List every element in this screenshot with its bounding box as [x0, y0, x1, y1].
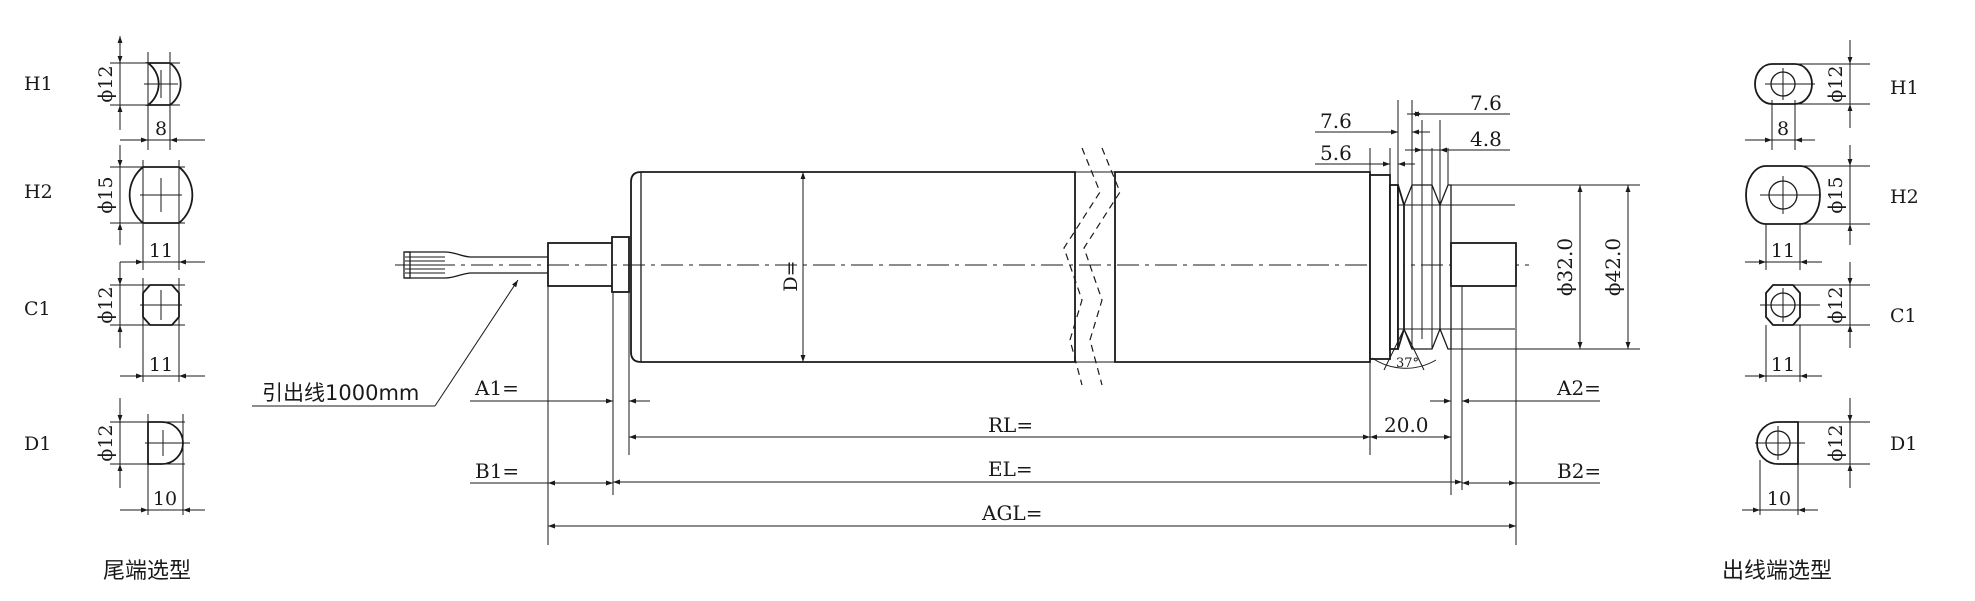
outlet-type-code: H2 [1890, 186, 1919, 208]
outlet-dim-diameter: ϕ12 [1825, 424, 1847, 461]
groove-dim-right-1: 7.6 [1470, 91, 1502, 115]
dim-el: EL= [988, 457, 1033, 481]
tail-end-options: H1 ϕ12 8 H2 [24, 36, 205, 584]
dim-b1: B1= [475, 459, 519, 483]
outlet-dim-width: 11 [1771, 240, 1795, 262]
tail-type-code: D1 [24, 433, 51, 455]
roller-main-view: D= 7.6 5.6 [252, 91, 1640, 545]
tail-type-code: H2 [24, 181, 53, 203]
tube-diameter-label: D= [780, 260, 802, 291]
lead-wire-label: 引出线1000mm [262, 381, 419, 405]
outlet-type-c1: ϕ12 11 C1 [1745, 262, 1917, 382]
tail-type-code: C1 [24, 298, 51, 320]
groove-dia-small: ϕ32.0 [1553, 238, 1577, 296]
outlet-type-h2: ϕ15 11 H2 [1745, 145, 1919, 270]
groove-dim-left-1: 7.6 [1320, 109, 1352, 133]
groove-dim-right-2: 4.8 [1470, 127, 1502, 151]
groove-dia-large: ϕ42.0 [1601, 238, 1625, 296]
tail-type-h1: H1 ϕ12 8 [24, 36, 205, 150]
outlet-dim-width: 8 [1777, 118, 1789, 140]
outlet-dim-diameter: ϕ12 [1825, 286, 1847, 323]
outlet-end-title: 出线端选型 [1722, 559, 1832, 584]
groove-section [1369, 174, 1517, 360]
outlet-type-d1: ϕ12 10 D1 [1742, 398, 1917, 515]
dim-b2: B2= [1557, 459, 1601, 483]
tail-end-title: 尾端选型 [103, 559, 191, 584]
dim-rl: RL= [988, 413, 1033, 437]
tail-type-h2: H2 ϕ15 11 [24, 145, 205, 270]
tail-dim-width: 11 [149, 240, 173, 262]
tail-dim-diameter: ϕ12 [95, 424, 117, 461]
tail-type-d1: D1 ϕ12 10 [24, 398, 205, 515]
outlet-type-code: D1 [1890, 433, 1917, 455]
tail-type-c1: C1 ϕ12 11 [24, 262, 205, 382]
outlet-dim-diameter: ϕ15 [1825, 176, 1847, 213]
outlet-type-h1: ϕ12 8 H1 [1745, 40, 1919, 150]
groove-offset: 20.0 [1384, 413, 1429, 437]
outlet-dim-width: 10 [1767, 488, 1791, 510]
tail-dim-width: 11 [149, 354, 173, 376]
tail-dim-diameter: ϕ15 [95, 176, 117, 213]
groove-dim-left-2: 5.6 [1320, 141, 1352, 165]
outlet-type-code: C1 [1890, 305, 1917, 327]
tail-dim-diameter: ϕ12 [95, 65, 117, 102]
outlet-dim-width: 11 [1771, 354, 1795, 376]
dim-a2: A2= [1556, 376, 1601, 400]
groove-angle: 37° [1396, 356, 1419, 371]
tail-type-code: H1 [24, 73, 53, 95]
tail-dim-width: 10 [153, 488, 177, 510]
outlet-dim-diameter: ϕ12 [1825, 65, 1847, 102]
outlet-type-code: H1 [1890, 77, 1919, 99]
dim-a1: A1= [474, 376, 519, 400]
tail-dim-width: 8 [155, 118, 167, 140]
outlet-end-options: ϕ12 8 H1 ϕ15 11 H2 [1722, 40, 1919, 584]
dim-agl: AGL= [981, 501, 1042, 525]
tail-dim-diameter: ϕ12 [95, 286, 117, 323]
